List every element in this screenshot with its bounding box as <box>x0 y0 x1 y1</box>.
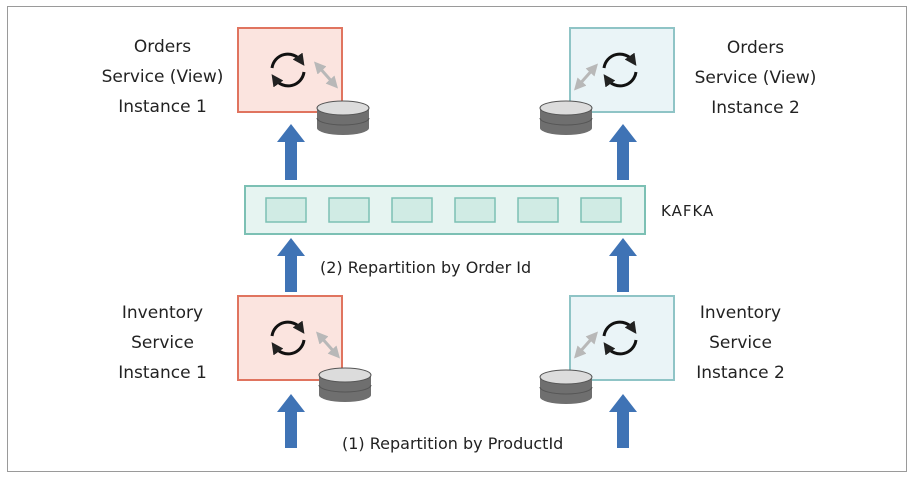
label-line: Service (View) <box>694 68 817 88</box>
label-line: Service <box>709 333 772 353</box>
label-line: Inventory <box>699 303 782 323</box>
kafka-partition <box>265 197 307 223</box>
figure-frame <box>7 6 907 472</box>
label-line: Instance 2 <box>696 363 785 383</box>
kafka-partition <box>328 197 370 223</box>
up-arrow <box>609 238 637 292</box>
kafka-partition <box>391 197 433 223</box>
up-arrow <box>277 394 305 448</box>
kafka-topic <box>244 185 646 235</box>
database-icon <box>316 100 370 136</box>
double-arrow-icon <box>314 61 338 89</box>
repartition-order-caption: (2) Repartition by Order Id <box>320 258 532 277</box>
up-arrow <box>277 238 305 292</box>
kafka-label: KAFKA <box>661 202 715 220</box>
up-arrow <box>609 394 637 448</box>
inventory-instance-1-label: Inventory Service Instance 1 <box>95 298 230 388</box>
label-line: Inventory <box>121 303 204 323</box>
orders-instance-2-label: Orders Service (View) Instance 2 <box>688 33 823 123</box>
up-arrow <box>609 124 637 180</box>
up-arrow <box>277 124 305 180</box>
label-line: Service (View) <box>101 67 224 87</box>
repartition-product-caption: (1) Repartition by ProductId <box>342 434 564 453</box>
label-line: Instance 1 <box>118 97 207 117</box>
kafka-partition <box>517 197 559 223</box>
label-line: Orders <box>726 38 785 58</box>
inventory-instance-2-box <box>539 295 675 405</box>
inventory-instance-1-box <box>237 295 372 403</box>
double-arrow-icon <box>574 331 598 359</box>
orders-instance-2-box <box>539 27 675 136</box>
database-icon <box>539 100 593 136</box>
kafka-partition <box>580 197 622 223</box>
label-line: Service <box>131 333 194 353</box>
kafka-partition <box>454 197 496 223</box>
orders-instance-1-box <box>237 27 370 136</box>
database-icon <box>539 369 593 405</box>
label-line: Instance 1 <box>118 363 207 383</box>
double-arrow-icon <box>574 63 598 91</box>
label-line: Instance 2 <box>711 98 800 118</box>
flow-arrows <box>277 124 637 448</box>
orders-instance-1-label: Orders Service (View) Instance 1 <box>95 32 230 122</box>
label-line: Orders <box>133 37 192 57</box>
database-icon <box>318 367 372 403</box>
double-arrow-icon <box>316 331 340 359</box>
inventory-instance-2-label: Inventory Service Instance 2 <box>673 298 808 388</box>
